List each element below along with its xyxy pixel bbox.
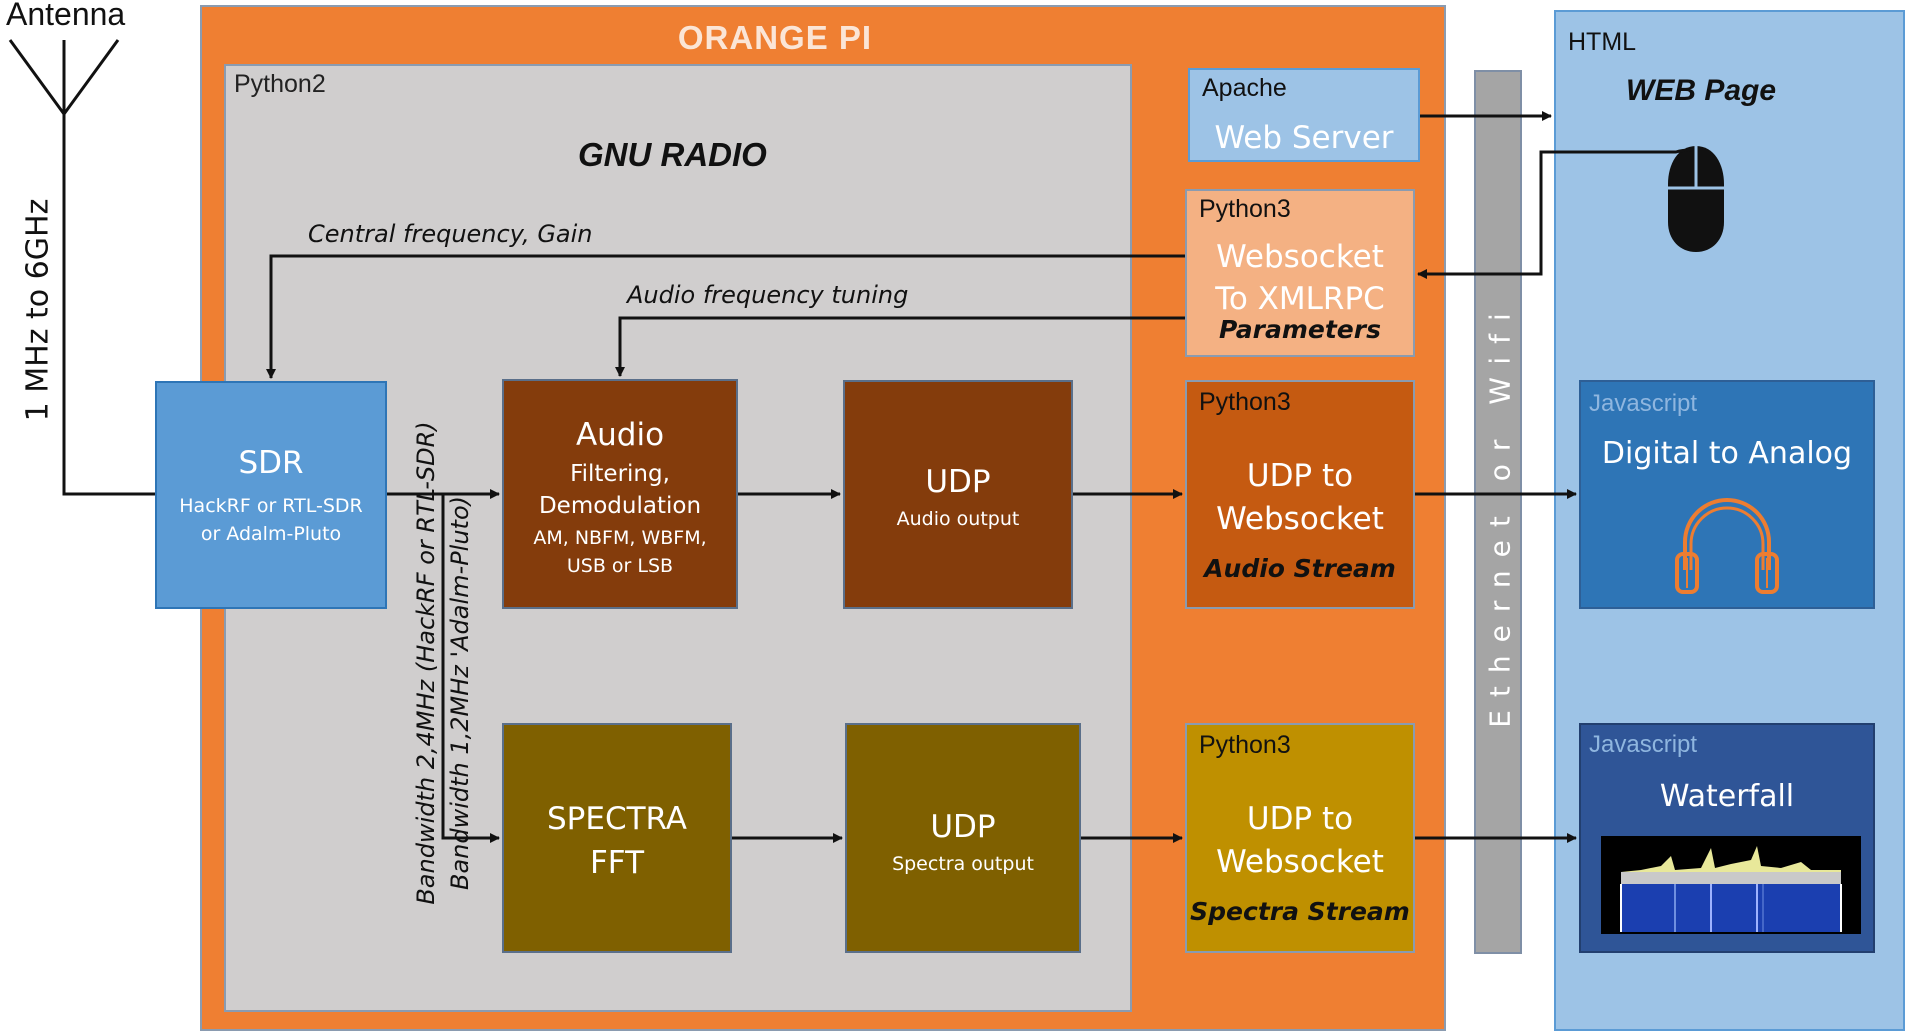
ws-audio-line2: Websocket (1216, 501, 1384, 537)
orange-pi-title: ORANGE PI (677, 19, 873, 56)
apache-block: Apache Web Server (1188, 68, 1420, 162)
sdr-line2: or Adalm-Pluto (200, 523, 342, 545)
ws-audio-block: Python3 UDP to Websocket Audio Stream (1185, 380, 1415, 609)
ws-spectra-label: Python3 (1199, 731, 1291, 759)
ws-audio-line1: UDP to (1246, 458, 1354, 494)
gnu-radio-title: GNU RADIO (578, 136, 767, 173)
audio-block: Audio Filtering, Demodulation AM, NBFM, … (502, 379, 738, 609)
central-frequency-label: Central frequency, Gain (308, 220, 593, 248)
bandwidth-label-2: Bandwidth 1,2MHz 'Adalm-Pluto) (446, 495, 474, 891)
web-page-title: WEB Page (1626, 74, 1777, 107)
ws-params-line2: To XMLRPC (1215, 281, 1385, 317)
audio-title: Audio (575, 417, 665, 453)
waterfall-thumbnail (1601, 836, 1861, 934)
ws-spectra-sub: Spectra Stream (1190, 897, 1410, 926)
spectra-line2: FFT (589, 845, 645, 881)
js-waterfall-block: Javascript Waterfall (1579, 723, 1875, 953)
js-audio-block: Javascript Digital to Analog (1579, 380, 1875, 609)
spectra-fft-block: SPECTRA FFT (502, 723, 732, 953)
ws-params-line1: Websocket (1216, 239, 1384, 275)
ws-spectra-line1: UDP to (1246, 801, 1354, 837)
udp-audio-title: UDP (925, 464, 991, 500)
udp-spectra-block: UDP Spectra output (845, 723, 1081, 953)
ws-spectra-line2: Websocket (1216, 844, 1384, 880)
ws-params-label: Python3 (1199, 195, 1291, 223)
spectra-line1: SPECTRA (546, 801, 688, 837)
js-audio-title: Digital to Analog (1601, 436, 1853, 471)
js-audio-label: Javascript (1589, 390, 1698, 417)
web-server-title: Web Server (1214, 120, 1394, 156)
audio-line2: Demodulation (538, 493, 702, 519)
html-label: HTML (1568, 28, 1637, 56)
js-waterfall-title: Waterfall (1659, 779, 1795, 814)
network-bar: Ethernet or Wifi (1474, 70, 1522, 954)
antenna-label: Antenna (6, 0, 126, 32)
python2-label: Python2 (234, 70, 326, 98)
udp-audio-block: UDP Audio output (843, 380, 1073, 609)
antenna-icon (8, 39, 120, 115)
ws-audio-label: Python3 (1199, 388, 1291, 416)
headphones-icon (1675, 498, 1779, 594)
ws-audio-sub: Audio Stream (1204, 554, 1396, 583)
ws-params-block: Python3 Websocket To XMLRPC Parameters (1185, 189, 1415, 357)
udp-spectra-title: UDP (930, 809, 996, 845)
audio-line3: AM, NBFM, WBFM, (533, 527, 707, 549)
bandwidth-label-1: Bandwidth 2,4MHz (HackRF or RTL-SDR) (412, 421, 440, 905)
js-waterfall-label: Javascript (1589, 731, 1698, 758)
sdr-block: SDR HackRF or RTL-SDR or Adalm-Pluto (155, 381, 387, 609)
udp-spectra-sub: Spectra output (892, 853, 1034, 875)
apache-label: Apache (1202, 74, 1287, 102)
udp-audio-sub: Audio output (896, 508, 1020, 530)
audio-line1: Filtering, (570, 461, 670, 487)
audio-tuning-label: Audio frequency tuning (627, 281, 909, 309)
mouse-icon (1668, 146, 1724, 252)
audio-line4: USB or LSB (566, 555, 674, 577)
sdr-title: SDR (238, 445, 304, 481)
sdr-line1: HackRF or RTL-SDR (179, 495, 363, 517)
ws-spectra-block: Python3 UDP to Websocket Spectra Stream (1185, 723, 1415, 953)
ws-params-sub: Parameters (1219, 315, 1381, 344)
